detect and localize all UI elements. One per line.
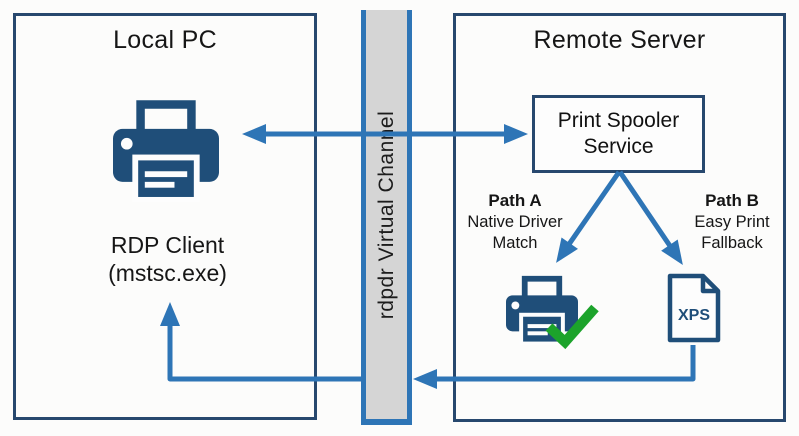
print-spooler-service-box: Print Spooler Service [532,95,705,173]
local-pc-title: Local PC [113,26,217,54]
rdpdr-channel-label: rdpdr Virtual Channel [374,110,398,319]
rdp-client-line2: (mstsc.exe) [108,260,227,286]
local-pc-box: Local PC [13,13,317,420]
path-b-desc-line1: Easy Print [694,212,770,231]
green-checkmark-icon [545,304,599,350]
local-printer-icon [112,96,220,202]
path-a-name: Path A [488,191,542,210]
rdp-client-line1: RDP Client [110,232,225,258]
path-a-label: Path A Native Driver Match [455,190,575,255]
remote-server-box: Remote Server [453,13,786,422]
rdpdr-virtual-channel-bar: rdpdr Virtual Channel [361,10,412,425]
rdp-client-label: RDP Client (mstsc.exe) [60,231,275,287]
xps-document-icon: XPS [667,273,721,343]
path-a-desc-line1: Native Driver [467,212,563,231]
path-b-label: Path B Easy Print Fallback [672,190,792,255]
path-b-name: Path B [705,191,759,210]
spooler-label-line1: Print Spooler [557,109,680,132]
path-b-desc-line2: Fallback [701,234,763,252]
path-a-desc-line2: Match [492,234,538,252]
remote-server-title: Remote Server [533,26,706,54]
native-printer-check-icon [504,272,599,350]
spooler-label-line2: Service [583,135,654,158]
xps-document-label: XPS [678,307,710,324]
